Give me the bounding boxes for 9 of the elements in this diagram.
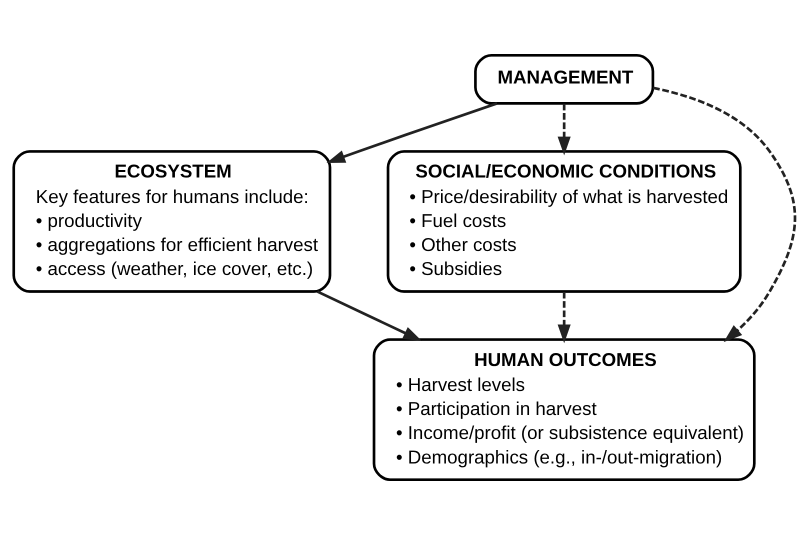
arrow (316, 290, 422, 340)
node-box: MANAGEMENT (474, 54, 654, 104)
arrow (558, 103, 571, 155)
arrow (326, 102, 498, 162)
arrow (558, 291, 571, 343)
node-box: HUMAN OUTCOMES • Harvest levels • Participation in harvest • Income/profit (or subsistence equivalent) • Demographics (e.g., in-/out-migration) (372, 338, 756, 480)
node-box: ECOSYSTEM Key features for humans include: • productivity • aggregations for efficient harvest • access (weather, ice cover, etc.) (12, 150, 332, 292)
node-box: SOCIAL/ECONOMIC CONDITIONS • Price/desirability of what is harvested • Fuel costs • Other costs • Subsidies (386, 150, 742, 292)
arrow (652, 86, 796, 342)
